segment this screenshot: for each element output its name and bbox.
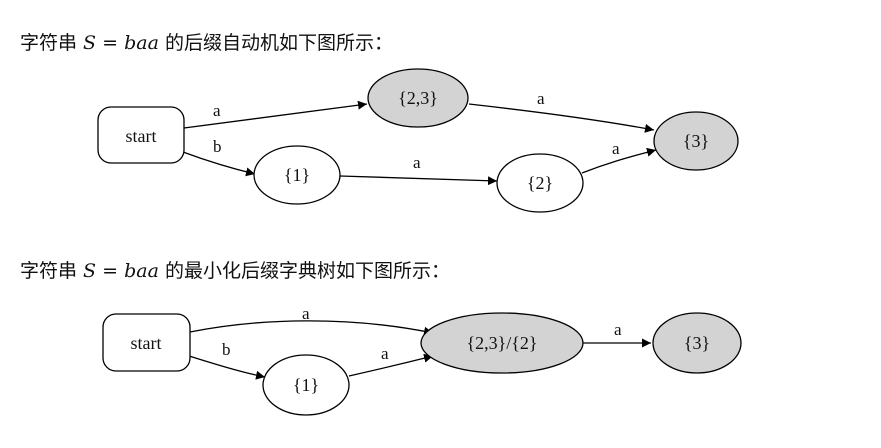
edge-n23-to-n3 bbox=[468, 103, 655, 133]
node-label-n3: {3} bbox=[684, 333, 710, 353]
caption-suffix: 的最小化后缀字典树如下图所示： bbox=[158, 260, 450, 282]
edge-label-n1-n23: a bbox=[381, 344, 389, 363]
edge-start-to-n1 bbox=[188, 355, 266, 380]
node-n1: {1} bbox=[253, 145, 341, 205]
node-start: start bbox=[102, 313, 191, 372]
edge-label-n2-n3: a bbox=[612, 139, 620, 158]
caption-equals: = bbox=[96, 32, 125, 54]
caption-minimized-suffix-trie: 字符串 S = baa 的最小化后缀字典树如下图所示： bbox=[20, 256, 450, 283]
edge-label-start-n1: b bbox=[222, 340, 231, 359]
caption-equals: = bbox=[96, 260, 125, 282]
node-label-n1: {1} bbox=[284, 165, 310, 185]
edge-n1-to-n2 bbox=[339, 175, 498, 186]
caption-suffix-automaton: 字符串 S = baa 的后缀自动机如下图所示： bbox=[20, 28, 393, 55]
edge-label-start-n23: a bbox=[213, 101, 221, 120]
node-n1: {1} bbox=[262, 354, 350, 416]
node-label-n1: {1} bbox=[293, 375, 319, 395]
node-n2: {2} bbox=[496, 153, 584, 213]
node-label-n3: {3} bbox=[683, 131, 709, 151]
caption-variable: S bbox=[83, 260, 97, 282]
caption-prefix: 字符串 bbox=[20, 32, 84, 54]
edge-label-start-n23: a bbox=[302, 304, 310, 323]
minimized-suffix-trie-diagram: a b a a start {2,3}/{2} {1} {3} bbox=[102, 304, 742, 416]
edge-label-start-n1: b bbox=[213, 137, 222, 156]
edge-start-to-n23 bbox=[183, 100, 368, 129]
edges bbox=[188, 320, 651, 380]
caption-prefix: 字符串 bbox=[20, 260, 84, 282]
edge-label-n23-n3: a bbox=[537, 89, 545, 108]
node-n23-2: {2,3}/{2} bbox=[420, 312, 584, 374]
edge-label-n1-n2: a bbox=[413, 153, 421, 172]
node-start: start bbox=[97, 106, 185, 164]
suffix-automaton-diagram: a b a a a start {2,3} {1} {2} {3} bbox=[97, 68, 739, 213]
node-label-n2: {2} bbox=[527, 173, 553, 193]
caption-suffix: 的后缀自动机如下图所示： bbox=[158, 32, 393, 54]
edge-n1-to-n23 bbox=[348, 353, 434, 377]
edge-label-n23-n3: a bbox=[614, 320, 622, 339]
caption-variable: S bbox=[83, 32, 97, 54]
node-n3: {3} bbox=[652, 312, 742, 374]
node-label-start: start bbox=[131, 333, 162, 353]
node-n23: {2,3} bbox=[367, 68, 469, 128]
edges bbox=[182, 100, 657, 186]
edge-start-to-n23 bbox=[189, 320, 434, 336]
node-label-start: start bbox=[126, 126, 157, 146]
node-label-n23-2: {2,3}/{2} bbox=[466, 333, 537, 353]
edge-start-to-n1 bbox=[182, 151, 256, 177]
caption-word: baa bbox=[124, 32, 159, 54]
edge-n2-to-n3 bbox=[581, 147, 657, 174]
node-n3: {3} bbox=[653, 111, 739, 171]
node-label-n23: {2,3} bbox=[398, 88, 438, 108]
caption-word: baa bbox=[124, 260, 159, 282]
